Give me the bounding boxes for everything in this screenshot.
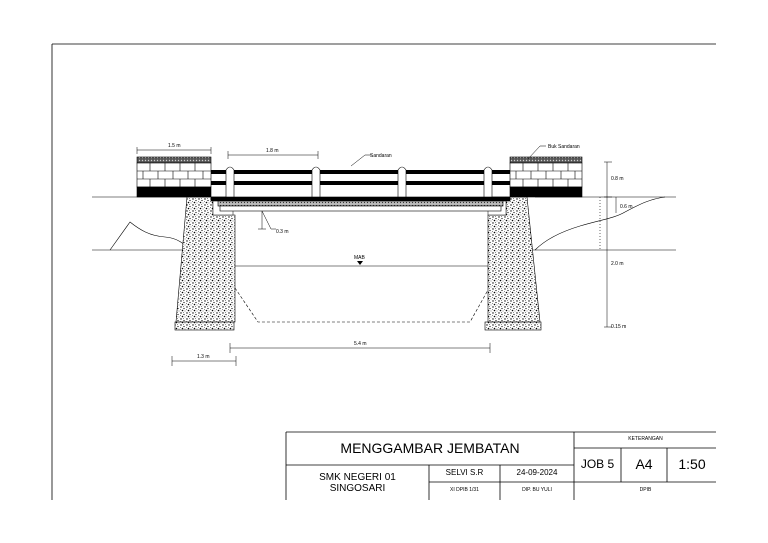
dimension-lines [136,145,617,366]
frame-border [51,43,716,500]
label-railing-post: Buk Sandaran [548,144,580,150]
railing [211,166,510,197]
teacher-name: DIP. BU YULI [522,487,552,494]
job-number: JOB 5 [580,457,615,472]
abutment-right [484,196,542,331]
dim-brick-top-width: 1.5 m [168,143,181,149]
dim-footing-height: 0.15 m [611,324,626,330]
abutment-left [174,196,236,331]
label-water: MAB [354,255,366,261]
bridge-deck [210,196,511,212]
dim-span: 5.4 m [354,341,367,347]
dim-deck-thickness: 0.3 m [276,229,289,235]
title-block-grid [285,431,716,500]
drawing-title: MENGGAMBAR JEMBATAN [340,439,520,456]
school-name: SMK NEGERI 01 SINGOSARI [287,466,428,499]
dim-footing-width: 1.3 m [197,354,210,360]
student-class: XI DPIB 1/31 [450,487,479,494]
drawing-date: 24-09-2024 [516,468,558,478]
school-line-2: SINGOSARI [329,482,386,494]
brick-wall-left [136,156,212,198]
dim-railing-height: 0.8 m [611,176,624,182]
keterangan-label: KETERANGAN [628,436,663,443]
label-railing: Sandaran [370,153,392,159]
water-level [234,261,489,323]
department: DPIB [639,487,652,494]
brick-wall-right [509,156,583,198]
paper-size: A4 [635,456,653,473]
school-line-1: SMK NEGERI 01 [319,471,396,483]
dim-deck-right: 0.6 m [620,204,633,210]
drawing-scale: 1:50 [678,456,706,473]
dim-railing-spacing: 1.8 m [266,148,279,154]
dim-abutment-height: 2.0 m [611,261,624,267]
student-name: SELVI S.R [445,468,484,478]
